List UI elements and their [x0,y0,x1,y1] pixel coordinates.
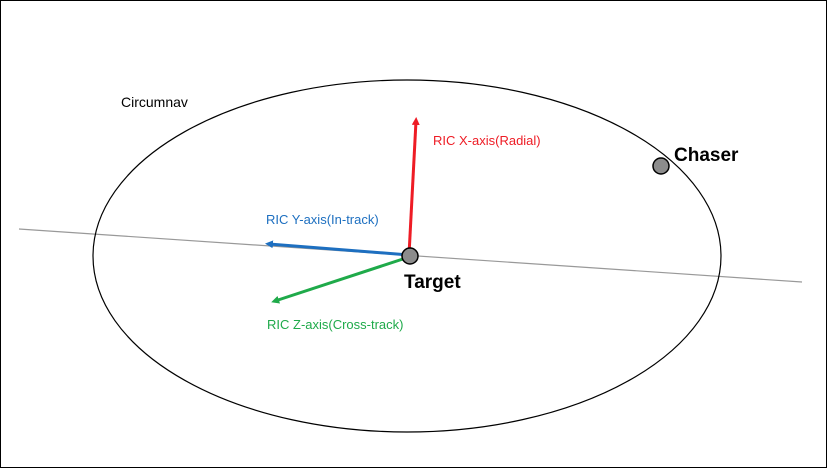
target-label: Target [404,272,461,293]
y-axis-arrow [265,240,410,257]
orbit-label: Circumnav [121,94,188,110]
y-axis-label: RIC Y-axis(In-track) [266,212,379,227]
x-axis-label: RIC X-axis(Radial) [433,133,541,148]
z-axis-arrow [271,255,410,304]
circumnav-orbit [92,79,722,433]
chaser-body [652,157,670,175]
x-axis-arrow [407,117,420,256]
target-body [401,247,419,265]
z-axis-label: RIC Z-axis(Cross-track) [267,317,404,332]
chaser-label: Chaser [674,145,739,166]
